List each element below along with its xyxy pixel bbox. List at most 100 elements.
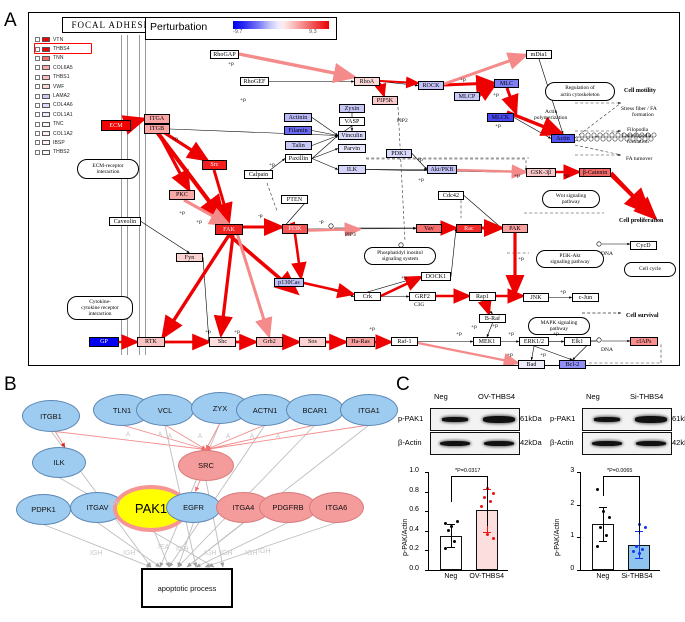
gene-checkbox[interactable] [35, 140, 40, 146]
gene-checkbox[interactable] [35, 65, 40, 71]
gene-legend-row[interactable]: VWF [35, 82, 105, 91]
pathway-node-rock[interactable]: ROCK [418, 81, 444, 90]
pathway-node-fyn[interactable]: Fyn [176, 253, 203, 262]
pathway-node-haras[interactable]: Ha-Ras [346, 337, 375, 347]
pathway-node-crk[interactable]: Crk [354, 292, 381, 301]
pathway-node-erk12[interactable]: ERK1/2 [519, 337, 549, 346]
pathway-node-pten[interactable]: PTEN [281, 195, 308, 204]
pathway-node-gsk3b[interactable]: GSK-3β [526, 168, 556, 177]
pathway-node-filamin[interactable]: Filamin [284, 126, 312, 135]
pathway-node-cycd[interactable]: CycD [630, 241, 657, 250]
pathway-node-mlck[interactable]: MLCK [487, 113, 514, 122]
pathway-node-dock1[interactable]: DOCK1 [421, 272, 451, 281]
gene-checkbox[interactable] [35, 102, 40, 108]
gene-checkbox[interactable] [35, 93, 40, 99]
pathway-node-bad[interactable]: Bad [518, 360, 545, 369]
pathway-node-jnk[interactable]: JNK [523, 293, 549, 302]
pathway-node-vinculin[interactable]: Vinculin [338, 131, 366, 140]
gene-checkbox[interactable] [35, 46, 40, 52]
pathway-node-aktpkb[interactable]: Akt/PKB [427, 165, 457, 174]
pathway-node-rhoa[interactable]: RhoA [354, 77, 380, 86]
network-node-egfr[interactable]: EGFR [166, 492, 221, 523]
gene-checkbox[interactable] [35, 55, 40, 61]
pathway-node-ilk[interactable]: ILK [338, 165, 366, 174]
pathway-node-bcatenin[interactable]: β-Catenin [579, 168, 611, 177]
gene-legend-row[interactable]: THBS1 [35, 73, 105, 82]
gene-legend-row[interactable]: COL6A5 [35, 63, 105, 72]
pathway-node-actin[interactable]: Actin [551, 134, 575, 143]
pathway-node-bcl2[interactable]: Bcl-2 [559, 360, 586, 369]
pathway-node-zyxin[interactable]: Zyxin [339, 104, 365, 113]
pathway-node-pkc[interactable]: PKC [169, 190, 195, 200]
gene-checkbox[interactable] [35, 112, 40, 118]
gene-legend-row[interactable]: COL4A6 [35, 101, 105, 110]
pathway-node-shc[interactable]: Shc [209, 337, 236, 347]
pathway-node-src[interactable]: Src [202, 160, 227, 170]
network-node-bcar1[interactable]: BCAR1 [286, 394, 344, 426]
pathway-node-grf2[interactable]: GRF2 [409, 292, 436, 301]
pathway-node-raf1[interactable]: Raf-1 [391, 337, 418, 346]
gene-legend-row[interactable]: COL1A1 [35, 110, 105, 119]
network-node-ilk[interactable]: ILK [32, 447, 86, 478]
gene-legend-row[interactable]: IBSP [35, 138, 105, 147]
gene-legend-row[interactable]: TNN [35, 54, 105, 63]
gene-legend-row[interactable]: VTN [35, 35, 105, 44]
pathway-node-cjun[interactable]: c-Jun [572, 293, 599, 302]
network-node-itga1[interactable]: ITGA1 [340, 394, 398, 426]
pathway-node-pak[interactable]: PAK [502, 224, 528, 233]
network-node-src[interactable]: SRC [178, 450, 234, 481]
pathway-node-ecm[interactable]: ECM [101, 120, 131, 131]
network-node-actn1[interactable]: ACTN1 [236, 394, 294, 426]
pathway-node-itga[interactable]: ITGA [144, 114, 170, 124]
pathway-node-paxillin[interactable]: Paxillin [285, 154, 312, 163]
gene-legend-row[interactable]: LAMA2 [35, 91, 105, 100]
gene-checkbox[interactable] [35, 121, 40, 127]
gene-checkbox[interactable] [35, 37, 40, 43]
pathway-node-cdc42[interactable]: Cdc42 [438, 191, 464, 200]
network-node-itga6[interactable]: ITGA6 [309, 492, 364, 523]
pathway-node-fak[interactable]: FAK [215, 224, 243, 235]
pathway-node-pip5k[interactable]: PIP5K [372, 96, 398, 105]
pathway-node-ciaps[interactable]: cIAPs [630, 337, 658, 346]
pathway-node-mek1[interactable]: MEK1 [473, 337, 501, 346]
gene-checkbox[interactable] [35, 149, 40, 155]
pathway-node-gp[interactable]: GP [89, 337, 119, 347]
pathway-node-rhogap[interactable]: RhoGAP [210, 50, 239, 59]
gene-checkbox[interactable] [35, 131, 40, 137]
pathway-node-vasp[interactable]: VASP [339, 117, 365, 126]
pathway-node-vav[interactable]: Vav [416, 224, 442, 233]
pathway-node-mdia1[interactable]: mDia1 [526, 50, 552, 59]
pathway-node-rap1[interactable]: Rap1 [469, 292, 496, 301]
pathway-node-parvin[interactable]: Parvin [338, 144, 366, 153]
pathway-node-p130cas[interactable]: p130Cas [274, 278, 304, 287]
pathway-group-cell-cycle[interactable]: Cell cycle [624, 262, 676, 277]
network-node-itgb1[interactable]: ITGB1 [22, 400, 80, 432]
gene-legend-row[interactable]: THBS4 [35, 44, 105, 53]
pathway-node-caveolin[interactable]: Caveolin [109, 217, 141, 226]
pathway-node-grb2[interactable]: Grb2 [256, 337, 283, 347]
network-node-pdpk1[interactable]: PDPK1 [16, 494, 71, 525]
pathway-node-sos[interactable]: Sos [299, 337, 326, 347]
pathway-node-calpain[interactable]: Calpain [244, 170, 273, 179]
pathway-node-mlc[interactable]: MLC [494, 79, 519, 88]
pathway-node-rtk[interactable]: RTK [137, 337, 165, 347]
pathway-node-mlcp[interactable]: MLCP [454, 92, 480, 101]
gene-checkbox[interactable] [35, 74, 40, 80]
network-node-vcl[interactable]: VCL [136, 394, 194, 426]
gene-legend-row[interactable]: THBS2 [35, 148, 105, 157]
pathway-node-rhogef[interactable]: RhoGEF [240, 77, 269, 86]
pathway-node-pdk1[interactable]: PDK1 [386, 149, 412, 158]
pathway-node-elk1[interactable]: Elk1 [564, 337, 591, 346]
pathway-node-itgb[interactable]: ITGB [144, 124, 170, 134]
pathway-node-actinin[interactable]: Actinin [284, 113, 312, 122]
gene-legend-row[interactable]: COL1A2 [35, 129, 105, 138]
pathway-node-rac[interactable]: Rac [456, 224, 482, 233]
network-node-pak1[interactable]: PAK1 [113, 485, 189, 532]
